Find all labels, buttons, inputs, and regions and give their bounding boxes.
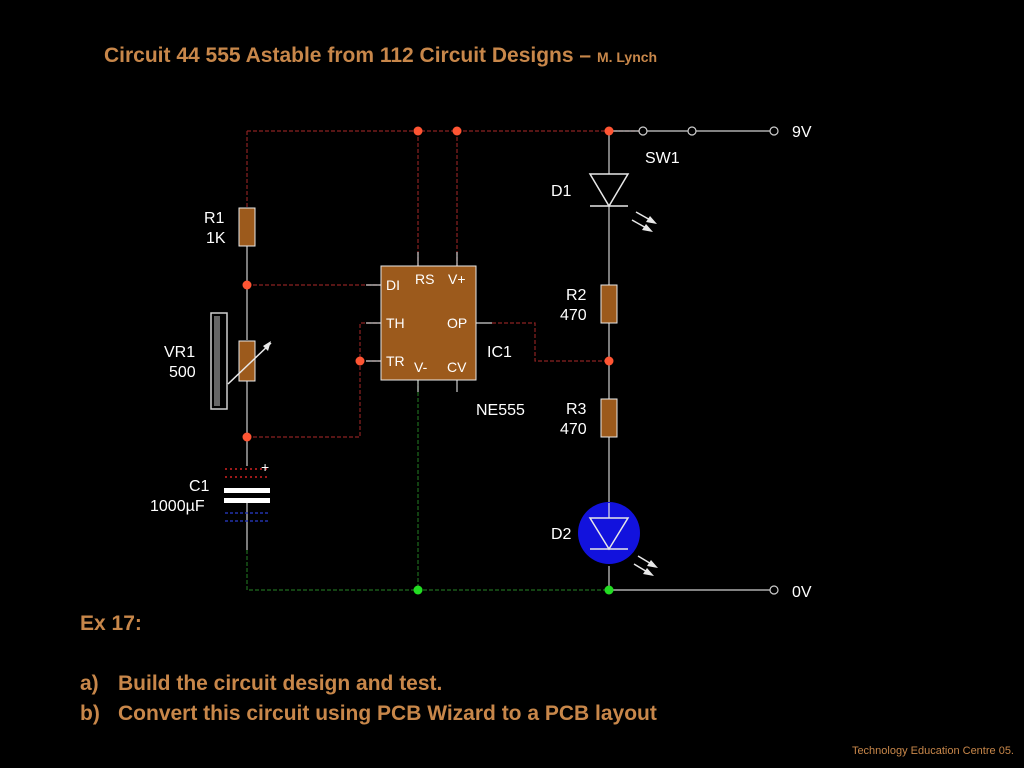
- junction-node: [242, 432, 252, 442]
- led-d1-triangle: [588, 173, 630, 208]
- switch-label: SW1: [645, 150, 680, 167]
- resistor-r3-body: [600, 398, 618, 438]
- resistor-r3-value: 470: [560, 421, 587, 438]
- resistor-r1-name: R1: [204, 210, 225, 227]
- ic1-pin-cv: CV: [447, 359, 467, 375]
- ic1-pin-tr: TR: [386, 353, 405, 369]
- potentiometer-vr1-arrow: [227, 342, 272, 385]
- ic1-part: NE555: [476, 402, 525, 419]
- ic1-pin-vminus: V-: [414, 359, 428, 375]
- supply-rail: [246, 130, 639, 266]
- led-d1-light-arrows: [631, 211, 657, 232]
- exercise-task: a) Build the circuit design and test.: [80, 669, 657, 699]
- led-d1-name: D1: [551, 183, 572, 200]
- junction-node: [604, 585, 614, 595]
- title-text: Circuit 44 555 Astable from 112 Circuit …: [104, 44, 592, 67]
- supply-rail-wire: [246, 130, 639, 266]
- exercise-heading: Ex 17:: [80, 612, 142, 635]
- resistor-r3-name: R3: [566, 401, 587, 418]
- junction-nodes: [242, 126, 614, 595]
- capacitor-c1-polarity: +: [261, 459, 269, 475]
- resistor-r1: R1 1K: [204, 207, 256, 247]
- author-credit: M. Lynch: [596, 49, 658, 65]
- output-wire: [492, 322, 609, 362]
- exercise-block: Ex 17: a) Build the circuit design and t…: [80, 612, 657, 729]
- resistor-r2: R2 470: [560, 284, 618, 324]
- task-letter: b): [80, 702, 100, 725]
- ic1-pin-rs: RS: [415, 271, 434, 287]
- task-text: Convert this circuit using PCB Wizard to…: [118, 702, 657, 725]
- junction-node: [413, 585, 423, 595]
- ic1-pin-vplus: V+: [448, 271, 466, 287]
- threshold-trigger-wire: [247, 322, 381, 438]
- capacitor-c1-name: C1: [189, 478, 210, 495]
- potentiometer-vr1-shaft: [214, 316, 220, 406]
- ground-label: 0V: [792, 584, 812, 601]
- supply-terminal: [769, 126, 779, 136]
- switch-sw1: SW1 9V: [609, 124, 812, 167]
- capacitor-c1-pos-marks: [225, 468, 268, 478]
- resistor-r2-name: R2: [566, 287, 587, 304]
- capacitor-c1-neg-marks: [225, 512, 268, 522]
- capacitor-c1-plate-top: [224, 488, 270, 493]
- ic1-body: [380, 265, 477, 381]
- resistor-r2-body: [600, 284, 618, 324]
- ic1-pin-op: OP: [447, 315, 467, 331]
- switch-contact-right: [687, 126, 697, 136]
- junction-node: [413, 126, 423, 136]
- ic1-pin-stubs: [366, 252, 492, 392]
- slide-title: Circuit 44 555 Astable from 112 Circuit …: [104, 44, 657, 68]
- potentiometer-vr1-body: [238, 340, 256, 382]
- junction-node: [452, 126, 462, 136]
- resistor-r1-value: 1K: [206, 230, 226, 247]
- supply-label: 9V: [792, 124, 812, 141]
- junction-node: [604, 356, 614, 366]
- led-d2-light-arrows: [633, 555, 658, 576]
- exercise-task: b) Convert this circuit using PCB Wizard…: [80, 699, 657, 729]
- potentiometer-vr1-value: 500: [169, 364, 196, 381]
- junction-node: [604, 126, 614, 136]
- led-d2-name: D2: [551, 526, 572, 543]
- task-text: Build the circuit design and test.: [118, 672, 443, 695]
- switch-contact-left: [638, 126, 648, 136]
- resistor-r2-value: 470: [560, 307, 587, 324]
- led-d2: D2: [551, 502, 658, 576]
- potentiometer-vr1: VR1 500: [164, 312, 272, 410]
- capacitor-c1-value: 1000µF: [150, 498, 205, 515]
- potentiometer-vr1-arrowhead: [263, 341, 271, 351]
- ic1-ne555: DI TH TR RS V+ OP V- CV IC1 NE555: [366, 252, 525, 419]
- ground-rail-wire: [246, 380, 609, 591]
- ground-rail-wire-right: [608, 566, 770, 591]
- junction-node: [242, 280, 252, 290]
- junction-node: [355, 356, 365, 366]
- ic1-pin-di: DI: [386, 277, 400, 293]
- capacitor-c1-plate-bottom: [224, 498, 270, 503]
- ground-terminal: [769, 585, 779, 595]
- led-d1: D1: [551, 173, 657, 232]
- ic1-pin-th: TH: [386, 315, 405, 331]
- ground-rail: 0V: [246, 380, 812, 601]
- task-letter: a): [80, 672, 99, 695]
- resistor-r3: R3 470: [560, 398, 618, 438]
- footer-credit: Technology Education Centre 05.: [851, 745, 1014, 757]
- ic1-name: IC1: [487, 344, 512, 361]
- resistor-r1-body: [238, 207, 256, 247]
- capacitor-c1: + C1 1000µF: [150, 459, 270, 522]
- potentiometer-vr1-name: VR1: [164, 344, 195, 361]
